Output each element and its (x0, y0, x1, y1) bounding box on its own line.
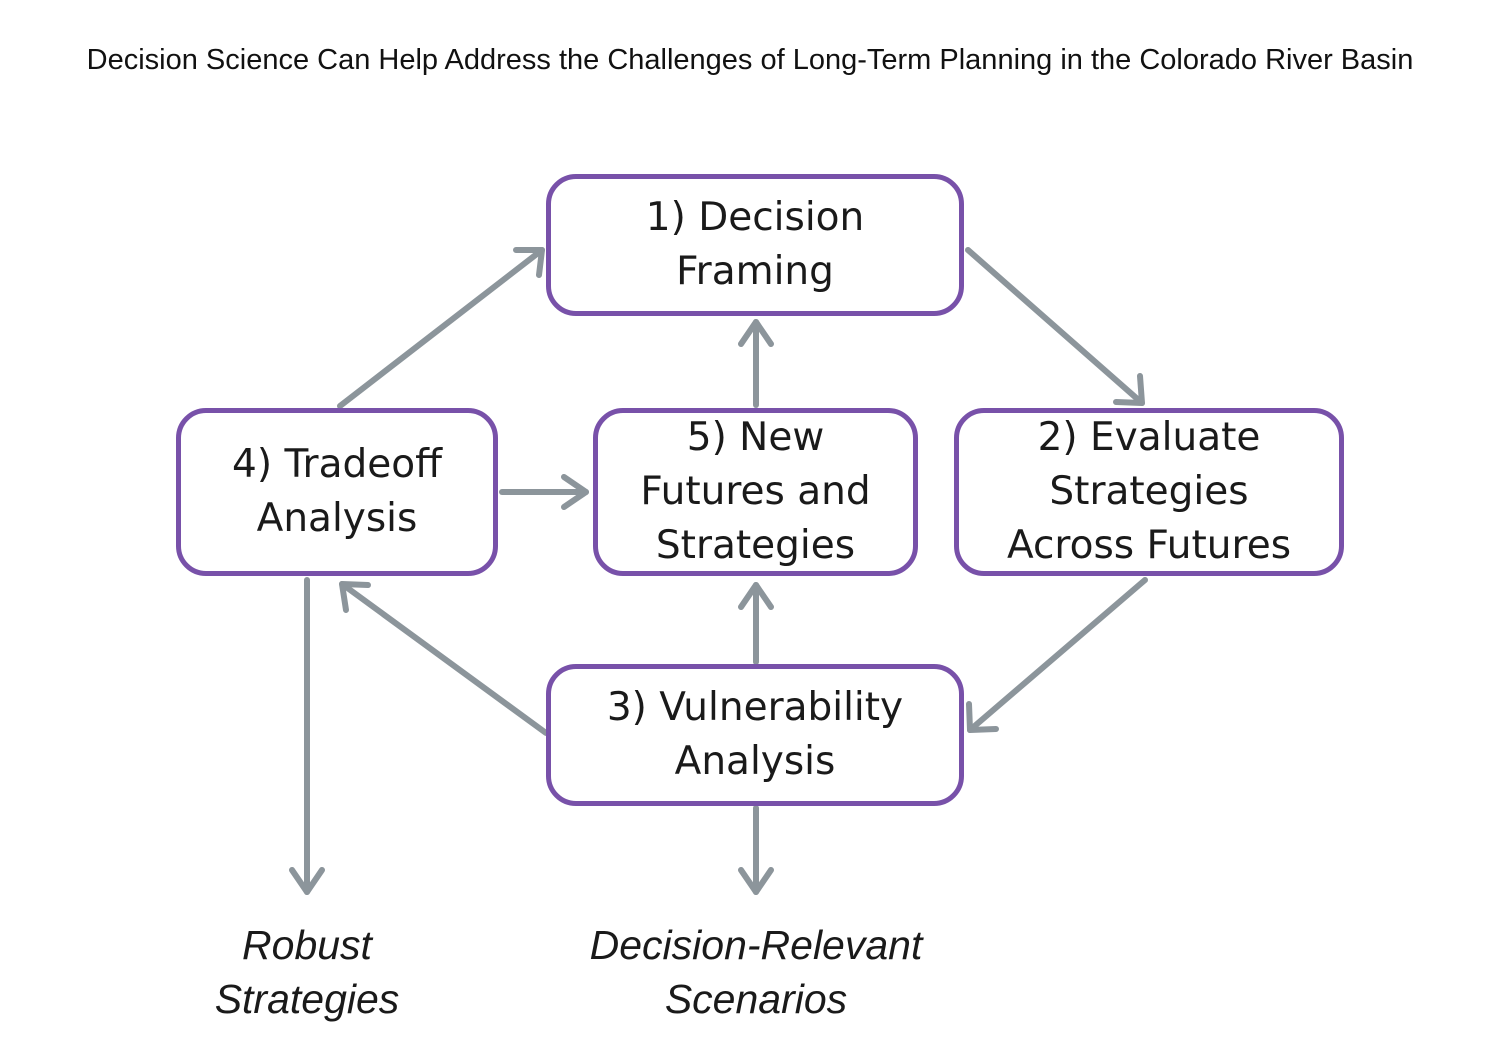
output-robust-strategies-line-1: Robust (242, 922, 372, 968)
arrow-tradeoff-to-new-futures (499, 474, 589, 510)
node-decision-framing-line-2: Framing (676, 249, 834, 294)
output-decision-relevant-scenarios: Decision-Relevant Scenarios (546, 918, 966, 1026)
node-evaluate-strategies-line-2: Strategies (1049, 469, 1249, 514)
node-new-futures-line-3: Strategies (655, 523, 856, 568)
output-robust-strategies-line-2: Strategies (214, 976, 400, 1022)
arrow-vulnerability-to-new-futures (738, 582, 774, 665)
node-vulnerability-analysis: 3) Vulnerability Analysis (546, 664, 964, 806)
node-decision-framing-line-1: 1) Decision (645, 195, 865, 240)
arrow-tradeoff-to-robust-strategies (289, 577, 325, 895)
arrow-evaluate-to-vulnerability (966, 577, 1148, 733)
node-new-futures-line-1: 5) New (686, 415, 825, 460)
arrow-new-futures-to-decision-framing (738, 319, 774, 408)
node-evaluate-strategies-line-1: 2) Evaluate (1037, 415, 1261, 460)
output-scenarios-line-2: Scenarios (664, 976, 848, 1022)
node-tradeoff-analysis: 4) Tradeoff Analysis (176, 408, 498, 576)
node-decision-framing: 1) Decision Framing (546, 174, 964, 316)
arrow-vulnerability-to-tradeoff (339, 581, 549, 736)
node-vulnerability-analysis-line-1: 3) Vulnerability (606, 685, 904, 730)
node-evaluate-strategies: 2) Evaluate Strategies Across Futures (954, 408, 1344, 576)
output-scenarios-line-1: Decision-Relevant (589, 922, 923, 968)
node-evaluate-strategies-line-3: Across Futures (1006, 523, 1292, 568)
node-new-futures-line-2: Futures and (640, 469, 871, 514)
node-new-futures: 5) New Futures and Strategies (593, 408, 918, 576)
node-vulnerability-analysis-line-2: Analysis (674, 739, 836, 784)
arrow-tradeoff-to-decision-framing (337, 247, 545, 409)
output-robust-strategies: Robust Strategies (157, 918, 457, 1026)
diagram-title: Decision Science Can Help Address the Ch… (86, 44, 1414, 76)
node-tradeoff-analysis-line-2: Analysis (256, 496, 418, 541)
arrow-decision-framing-to-evaluate (965, 247, 1145, 406)
node-tradeoff-analysis-line-1: 4) Tradeoff (232, 442, 442, 487)
arrow-vulnerability-to-scenarios (738, 805, 774, 895)
